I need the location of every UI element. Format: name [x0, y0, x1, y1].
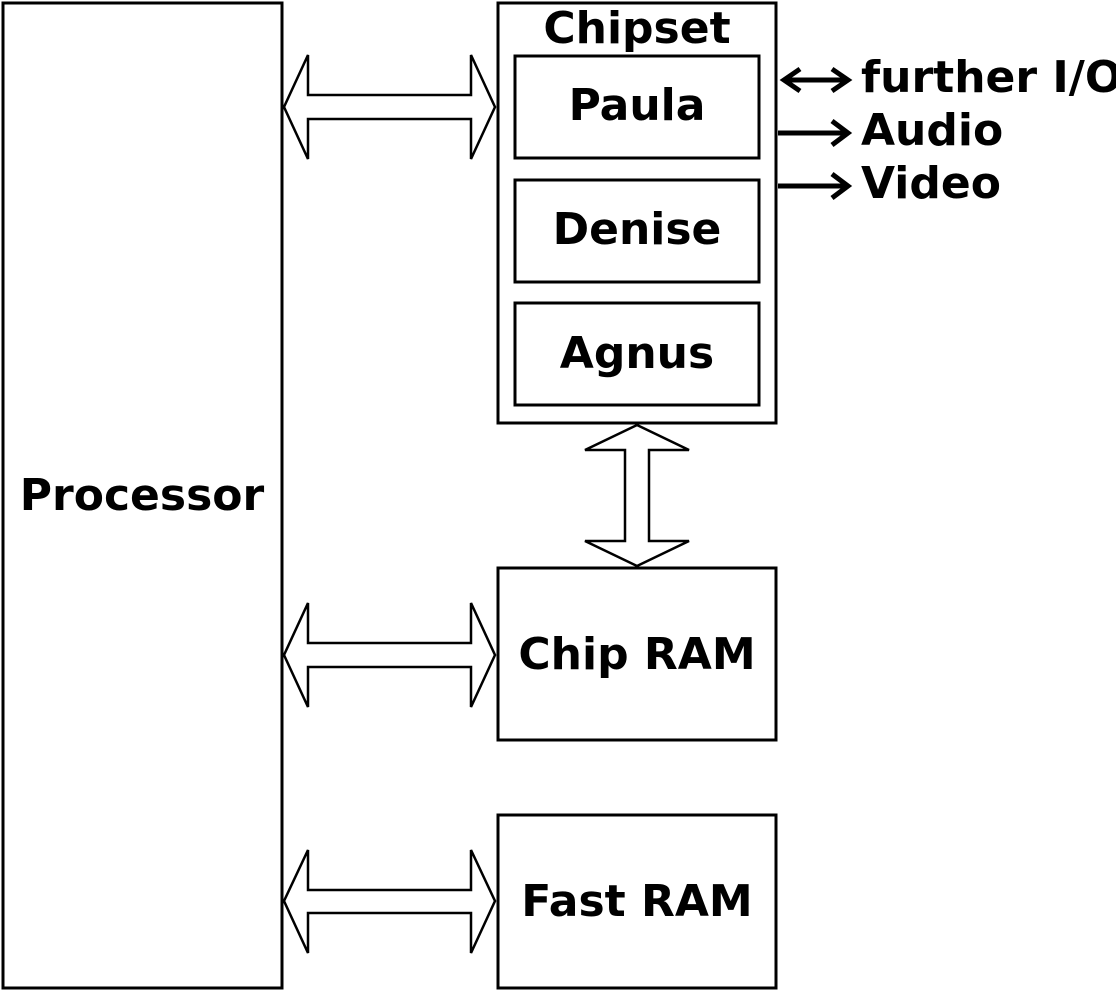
video-label: Video [861, 158, 1001, 209]
further-io-label: further I/O [861, 52, 1116, 103]
agnus-block [513, 301, 761, 407]
chip-ram-block [496, 566, 778, 742]
processor-label: Processor [20, 470, 265, 521]
paula-block [513, 54, 761, 160]
audio-label: Audio [861, 105, 1003, 156]
fast-ram-block [496, 813, 778, 990]
further-io-left-arrowhead [779, 66, 802, 94]
processor-chip-ram-bus-arrow [282, 602, 497, 708]
processor-block [1, 1, 284, 990]
denise-label: Denise [553, 204, 722, 255]
video-arrowhead [830, 172, 853, 200]
fast-ram-label: Fast RAM [521, 876, 752, 927]
denise-block [513, 178, 761, 284]
processor-chipset-bus-arrow [282, 54, 497, 160]
audio-arrowhead [830, 119, 853, 147]
chipset-chip-ram-bus-arrow [584, 423, 690, 568]
chip-ram-label: Chip RAM [518, 629, 755, 680]
paula-label: Paula [569, 80, 706, 131]
processor-fast-ram-bus-arrow [282, 849, 497, 954]
further-io-right-arrowhead [830, 66, 853, 94]
agnus-label: Agnus [560, 328, 714, 379]
chipset-label: Chipset [543, 3, 730, 54]
